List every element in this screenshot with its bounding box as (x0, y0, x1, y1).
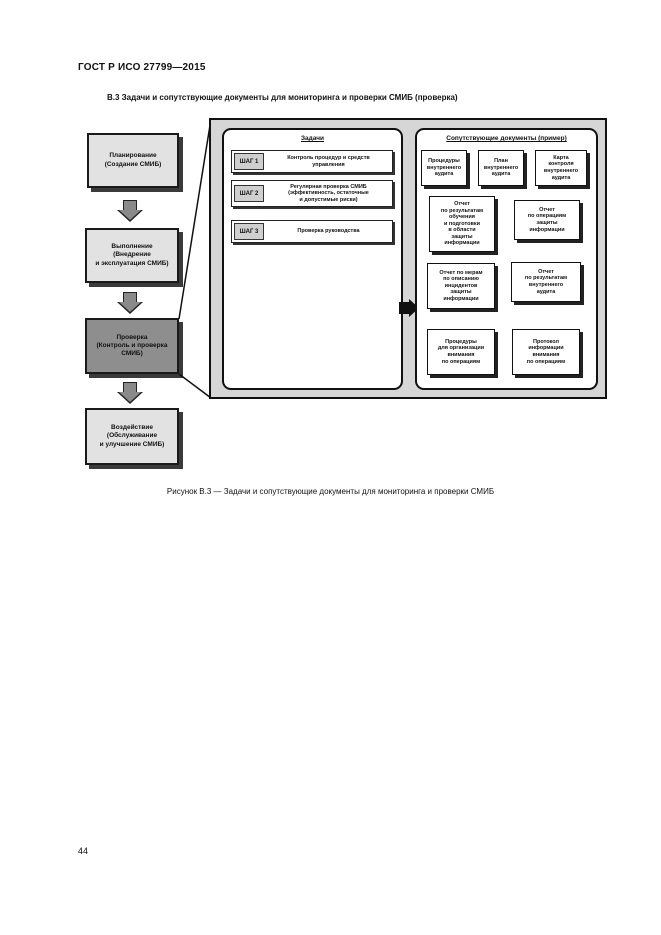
doc-operations-procedures: Процедуры для организации внимания по оп… (427, 329, 495, 375)
step-label: ШАГ 2 (234, 185, 264, 202)
down-arrow-icon (117, 292, 143, 314)
connector-line-bottom (178, 373, 212, 399)
connector-line-top (178, 118, 212, 320)
doc-internal-audit-control-map: Карта контроля внутреннего аудита (535, 150, 587, 186)
figure-caption: Рисунок В.3 — Задачи и сопутствующие док… (166, 487, 495, 496)
tasks-title: Задачи (300, 135, 325, 142)
document-header: ГОСТ Р ИСО 27799—2015 (78, 62, 206, 73)
doc-security-operations-report: Отчет по операциям защиты информации (514, 200, 580, 240)
task-step-3: ШАГ 3 Проверка руководства (231, 220, 393, 243)
doc-internal-audit-procedures: Процедуры внутреннего аудита (421, 150, 467, 186)
step-text: Проверка руководства (297, 228, 360, 235)
doc-operations-protocol: Протокол информации внимания по операция… (512, 329, 580, 375)
doc-internal-audit-plan: План внутреннего аудита (478, 150, 524, 186)
step-text: Контроль процедур и средств управления (287, 155, 370, 168)
step-label: ШАГ 3 (234, 223, 264, 240)
right-arrow-icon (399, 299, 420, 317)
phase-act-box: Воздействие (Обслуживание и улучшение СМ… (85, 408, 179, 465)
documents-title: Сопутствующие документы (пример) (446, 135, 567, 142)
phase-plan-box: Планирование (Создание СМИБ) (87, 133, 179, 188)
phase-check-box: Проверка (Контроль и проверка СМИБ) (85, 318, 179, 374)
doc-internal-audit-report: Отчет по результатам внутреннего аудита (511, 262, 581, 302)
step-text: Регулярная проверка СМИБ (эффективность,… (288, 184, 369, 203)
page-number: 44 (78, 846, 89, 856)
doc-training-report: Отчет по результатам обучения и подготов… (429, 196, 495, 252)
task-step-1: ШАГ 1 Контроль процедур и средств управл… (231, 150, 393, 173)
section-title: В.3 Задачи и сопутствующие документы для… (107, 93, 458, 102)
down-arrow-icon (117, 200, 143, 222)
task-step-2: ШАГ 2 Регулярная проверка СМИБ (эффектив… (231, 180, 393, 207)
down-arrow-icon (117, 382, 143, 404)
doc-incident-report: Отчет по мерам по описанию инцидентов за… (427, 263, 495, 309)
step-label: ШАГ 1 (234, 153, 264, 170)
phase-do-box: Выполнение (Внедрение и эксплуатация СМИ… (85, 228, 179, 283)
